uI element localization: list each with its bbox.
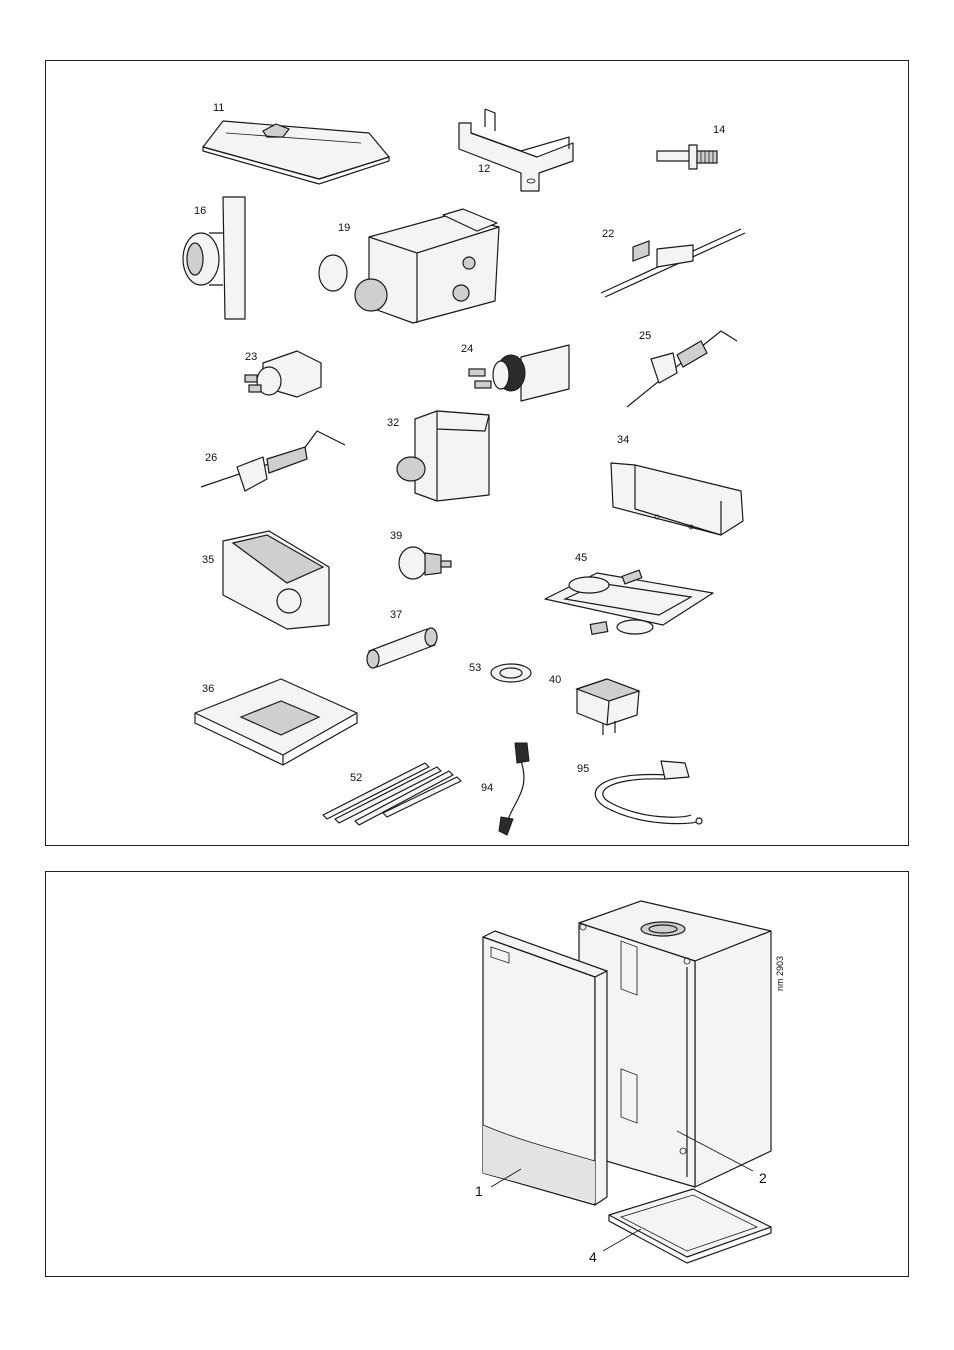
part-34-rail — [611, 463, 743, 535]
label-1: 1 — [475, 1183, 483, 1199]
part-95-cable — [595, 761, 702, 824]
label-4: 4 — [589, 1249, 597, 1265]
part-2-casing-body — [579, 901, 771, 1187]
part-53-washer — [491, 664, 531, 682]
part-94-lead — [499, 743, 529, 835]
part-24-thermostat — [469, 345, 569, 401]
part-1-front-cover — [483, 931, 607, 1205]
drawing-reference: nm 2903 — [775, 956, 785, 991]
part-26-electrode — [201, 431, 345, 491]
casing-drawing: 1 2 4 nm 2903 — [46, 872, 910, 1278]
part-52-rods — [323, 763, 461, 825]
part-14-connector — [657, 145, 717, 169]
label-95: 95 — [577, 763, 589, 775]
spare-parts-panel: 11 12 14 16 19 22 — [45, 60, 909, 846]
label-45: 45 — [575, 552, 587, 564]
label-16: 16 — [194, 205, 206, 217]
label-12: 12 — [478, 163, 490, 175]
casing-panel: 1 2 4 nm 2903 — [45, 871, 909, 1277]
part-39-sensor — [399, 547, 451, 579]
label-36: 36 — [202, 683, 214, 695]
label-52: 52 — [350, 772, 362, 784]
part-12-bracket — [459, 109, 573, 191]
label-32: 32 — [387, 417, 399, 429]
label-25: 25 — [639, 330, 651, 342]
part-37-fuse — [367, 628, 437, 668]
label-34: 34 — [617, 434, 629, 446]
label-19: 19 — [338, 222, 350, 234]
label-94: 94 — [481, 782, 493, 794]
leader-4 — [603, 1229, 641, 1251]
label-26: 26 — [205, 452, 217, 464]
label-35: 35 — [202, 554, 214, 566]
part-35-control-box — [223, 531, 329, 629]
label-11: 11 — [213, 102, 224, 114]
label-24: 24 — [461, 343, 473, 355]
label-22: 22 — [602, 228, 614, 240]
part-32-housing — [397, 411, 489, 501]
part-25-electrode — [627, 331, 737, 407]
part-36-base — [195, 679, 357, 765]
part-16-fan — [183, 197, 245, 319]
label-14: 14 — [713, 124, 725, 136]
part-11-cover — [203, 121, 389, 184]
label-40: 40 — [549, 674, 561, 686]
spare-parts-drawing: 11 12 14 16 19 22 — [46, 61, 910, 847]
label-23: 23 — [245, 351, 257, 363]
part-4-bottom-panel — [609, 1189, 771, 1263]
label-53: 53 — [469, 662, 481, 674]
part-45-gaskets — [545, 570, 713, 634]
part-40-relay — [577, 679, 639, 735]
label-2: 2 — [759, 1170, 767, 1186]
part-22-probe — [601, 229, 745, 297]
label-39: 39 — [390, 530, 402, 542]
label-37: 37 — [390, 609, 402, 621]
